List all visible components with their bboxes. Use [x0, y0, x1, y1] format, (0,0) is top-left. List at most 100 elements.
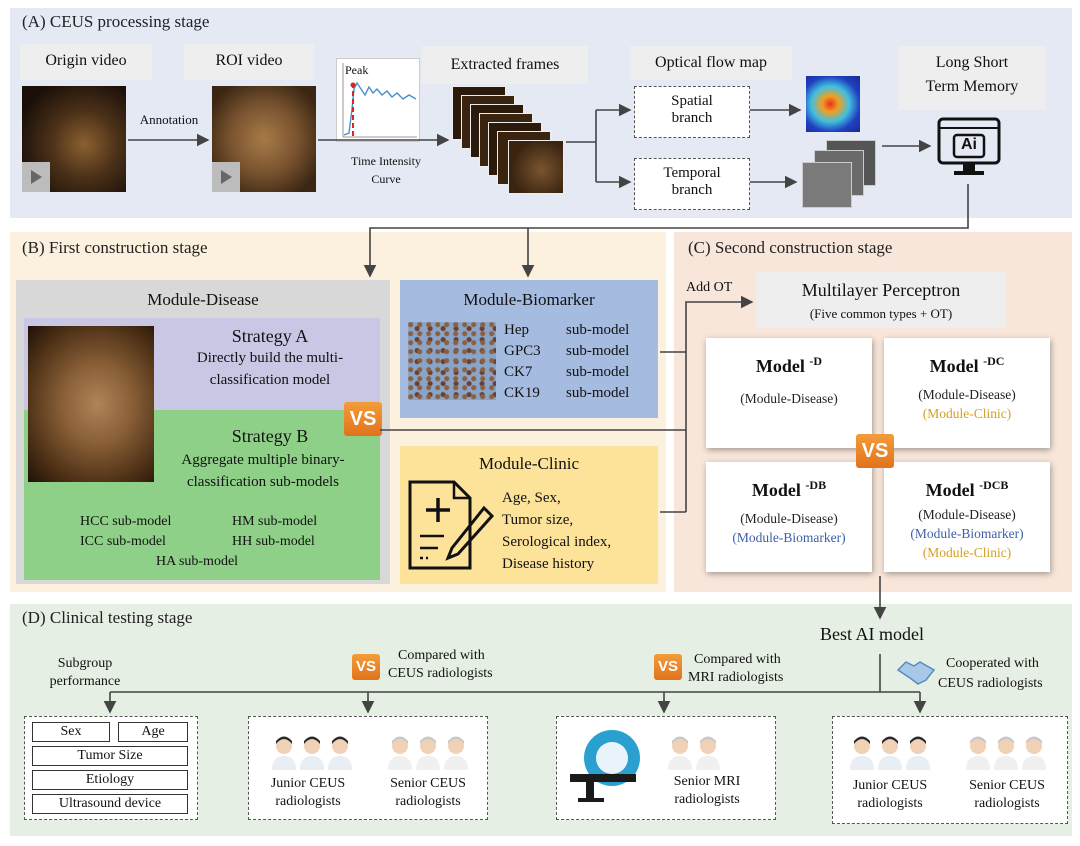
lstm-label-box	[898, 46, 1046, 110]
ai-icon-text: Ai	[961, 136, 977, 153]
junior-ceus-coop-label-2: radiologists	[857, 796, 923, 811]
clinic-item: Serological index,	[502, 534, 612, 550]
vs-ceus-badge: VS	[352, 654, 380, 680]
panel-c-title: (C) Second construction stage	[688, 238, 893, 257]
vs-strategy-badge: VS	[344, 402, 382, 436]
strategy-b-title: Strategy B	[231, 426, 309, 446]
model-component: (Module-Disease)	[918, 387, 1016, 402]
tic-label-line2: Curve	[371, 172, 401, 186]
model-d-card: Model -D(Module-Disease)	[706, 338, 872, 448]
extracted-frames-label: Extracted frames	[450, 56, 560, 73]
roi-video-thumbnail	[212, 86, 316, 192]
model-component: (Module-Clinic)	[922, 545, 1012, 560]
module-disease-label: Module-Disease	[147, 290, 259, 309]
ai-monitor-icon: Ai	[936, 116, 1002, 180]
vs-mri-badge: VS	[654, 654, 682, 680]
play-icon	[22, 162, 50, 192]
hm-sub-model: HM sub-model	[232, 514, 318, 529]
handshake-icon	[896, 656, 936, 686]
spatial-heatmap-image	[806, 76, 860, 132]
senior-ceus-icon	[386, 734, 470, 775]
lstm-label-line2: Term Memory	[925, 78, 1019, 95]
junior-ceus-icon	[270, 734, 354, 775]
extracted-frames-stack	[452, 86, 564, 194]
add-ot-label: Add OT	[686, 280, 733, 295]
strategy-a-desc-1: Directly build the multi-	[196, 350, 344, 366]
compared-mri-2: MRI radiologists	[688, 670, 784, 685]
model-dc-card: Model -DC (Module-Disease) (Module-Clinic)	[884, 338, 1050, 448]
senior-ceus-label-1: Senior CEUS	[390, 776, 466, 791]
model-db-card: Model -DB(Module-Disease)(Module-Biomark…	[706, 462, 872, 572]
roi-video-label: ROI video	[215, 52, 283, 69]
lesion-ultrasound-image	[28, 326, 154, 482]
model-title: Model -DC	[929, 354, 1005, 376]
icc-sub-model: ICC sub-model	[80, 534, 166, 549]
model-component: (Module-Disease)	[740, 391, 838, 406]
compared-ceus-2: CEUS radiologists	[388, 666, 493, 681]
clinic-item: Disease history	[502, 556, 595, 572]
biomarker-sub-model: sub-model	[566, 385, 630, 401]
cooperated-2: CEUS radiologists	[938, 676, 1043, 691]
subgroup-sex-cell: Sex	[32, 722, 110, 742]
tic-label-line1: Time Intensity	[351, 154, 421, 168]
subgroup-label-1: Subgroup	[57, 656, 113, 671]
annotation-label: Annotation	[139, 112, 199, 127]
cooperated-1: Cooperated with	[946, 656, 1039, 671]
vs-model-badge: VS	[856, 434, 894, 468]
senior-mri-label-1: Senior MRI	[673, 774, 741, 789]
origin-video-thumbnail	[22, 86, 126, 192]
mlp-sublabel: (Five common types + OT)	[809, 306, 953, 321]
spatial-branch-box: Spatial branch	[634, 86, 750, 138]
strategy-b-desc-1: Aggregate multiple binary-	[181, 452, 345, 468]
peak-label: Peak	[345, 63, 369, 77]
mlp-box	[756, 272, 1006, 328]
junior-ceus-label-1: Junior CEUS	[270, 776, 346, 791]
model-title: Model -DB	[751, 478, 827, 500]
temporal-branch-box: Temporal branch	[634, 158, 750, 210]
temporal-branch-l2: branch	[671, 182, 713, 198]
temporal-flow-stack	[800, 140, 880, 208]
clinic-item: Tumor size,	[502, 512, 574, 528]
module-biomarker-label: Module-Biomarker	[463, 290, 595, 309]
extracted-frames-label-box	[422, 46, 588, 84]
hh-sub-model: HH sub-model	[232, 534, 315, 549]
subgroup-label-2: performance	[49, 674, 121, 689]
model-component: (Module-Biomarker)	[910, 526, 1024, 541]
model-dcb-card: Model -DCB(Module-Disease)(Module-Biomar…	[884, 462, 1050, 572]
senior-mri-icon	[666, 734, 726, 775]
mlp-label: Multilayer Perceptron	[801, 280, 961, 300]
mri-radiologists-box	[556, 716, 776, 820]
senior-ceus-label-2: radiologists	[395, 794, 461, 809]
senior-ceus-coop-label-1: Senior CEUS	[969, 778, 1045, 793]
strategy-b-desc-2: classification sub-models	[186, 474, 340, 490]
spatial-branch-l2: branch	[671, 110, 713, 126]
clinic-item: Age, Sex,	[502, 490, 561, 506]
mri-scanner-icon	[566, 724, 654, 808]
ha-sub-model: HA sub-model	[156, 554, 239, 569]
roi-video-label-box	[184, 44, 314, 80]
junior-ceus-label-2: radiologists	[275, 794, 341, 809]
panel-b-title: (B) First construction stage	[22, 238, 208, 257]
origin-video-label: Origin video	[45, 52, 127, 69]
origin-video-label-box	[20, 44, 152, 80]
compared-mri-1: Compared with	[694, 652, 781, 667]
optical-flow-label-box	[630, 46, 792, 80]
subgroup-age-cell: Age	[118, 722, 188, 742]
subgroup-tumor-size-cell: Tumor Size	[32, 746, 188, 766]
subgroup-etiology-cell: Etiology	[32, 770, 188, 790]
model-component: (Module-Clinic)	[922, 406, 1012, 421]
lstm-label-line1: Long Short	[935, 54, 1009, 71]
clinical-document-icon	[404, 478, 496, 574]
biomarker-name: CK7	[504, 364, 533, 380]
best-ai-model-label: Best AI model	[820, 624, 924, 644]
cooperation-box	[832, 716, 1068, 824]
biomarker-name: CK19	[504, 385, 540, 401]
module-clinic-label: Module-Clinic	[478, 454, 580, 473]
junior-ceus-coop-label-1: Junior CEUS	[852, 778, 928, 793]
play-icon	[212, 162, 240, 192]
biomarker-name: Hep	[504, 322, 529, 338]
optical-flow-label: Optical flow map	[655, 54, 767, 71]
module-clinic-box	[400, 446, 658, 584]
senior-ceus-coop-icon	[964, 734, 1048, 775]
model-component: (Module-Disease)	[918, 507, 1016, 522]
